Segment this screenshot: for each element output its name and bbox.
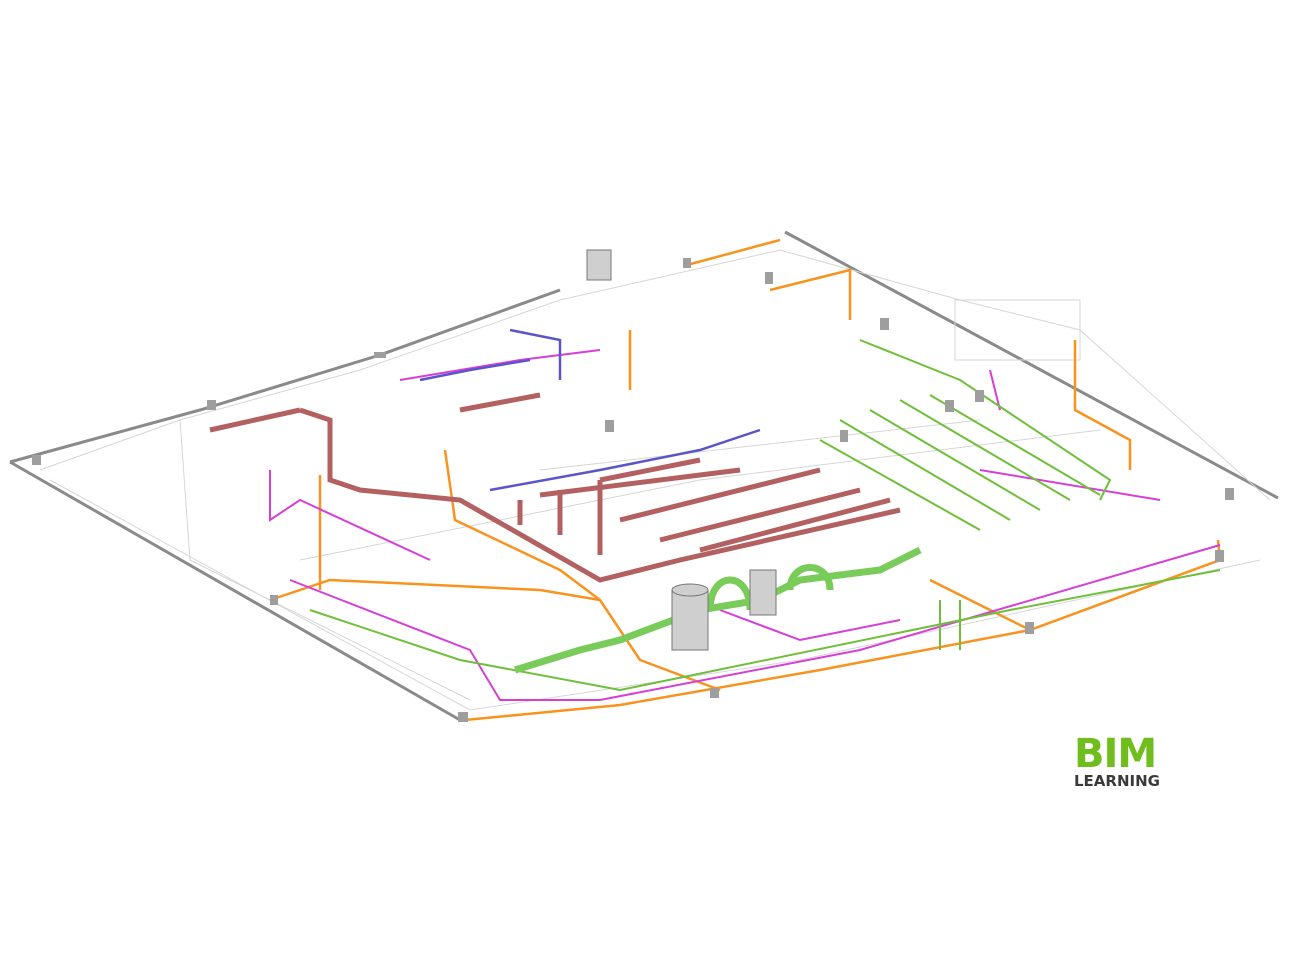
faint-building-outline [39, 249, 1271, 711]
logo-bim-text: BIM [1074, 731, 1157, 777]
duct-red [209, 392, 901, 583]
logo-learning-text: LEARNING [1074, 772, 1160, 790]
site-boundary [9, 230, 1279, 722]
grey-columns [32, 258, 1234, 722]
pipe-blue [419, 328, 761, 492]
pipe-green [309, 339, 1221, 692]
tank [586, 249, 777, 651]
pipe-magenta [269, 349, 1221, 701]
bim-learning-logo: BIM LEARNING [1074, 731, 1160, 790]
duct-green-large [513, 546, 922, 674]
pipe-orange [269, 238, 1222, 722]
